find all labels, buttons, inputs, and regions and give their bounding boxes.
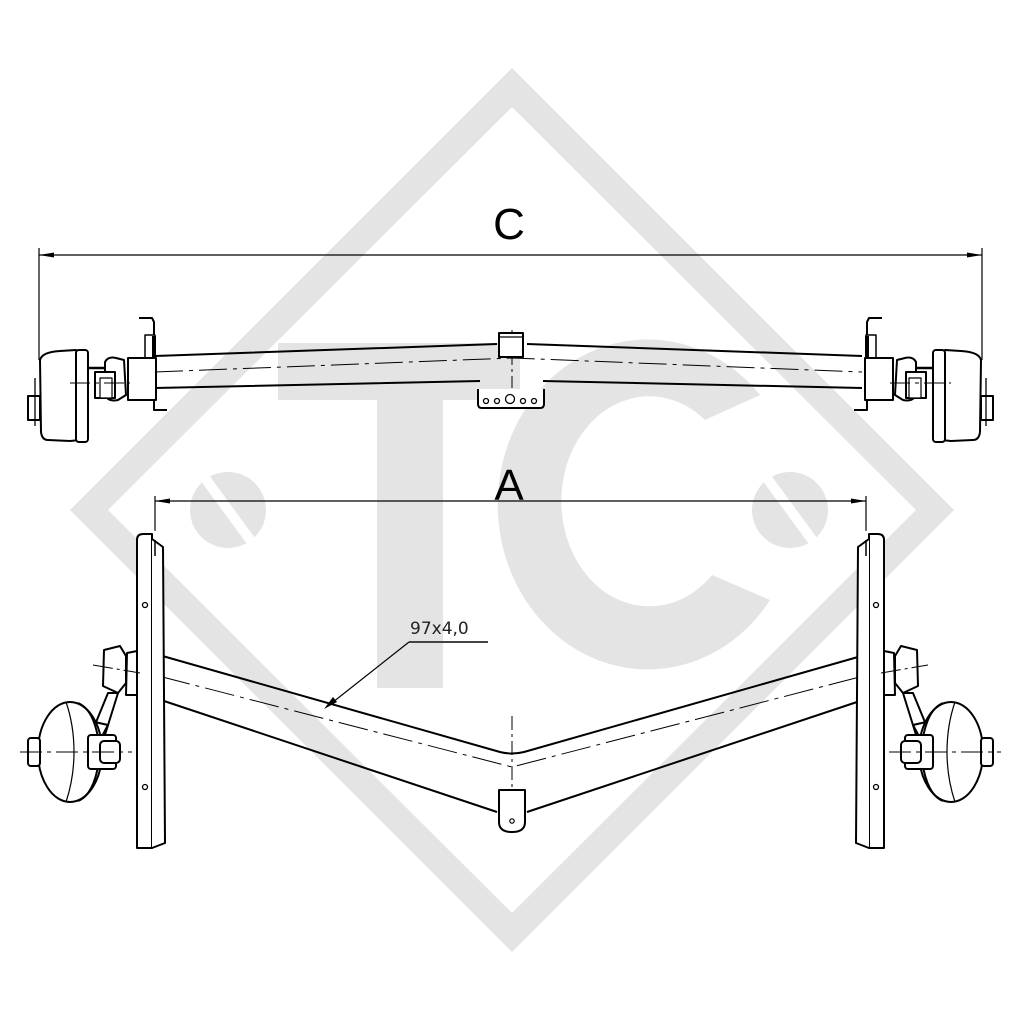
top-right-bracket [854, 317, 882, 411]
watermark-letter-t [278, 343, 520, 688]
front-view-axle [20, 512, 1001, 849]
dimension-label-a: A [494, 461, 524, 510]
top-view-axle [27, 317, 994, 443]
watermark-letter-c [497, 339, 770, 670]
front-left-mounting-plate [136, 533, 153, 849]
watermark-slashed-circle-right [752, 463, 829, 559]
watermark-diamond [70, 68, 954, 952]
top-center-plate [477, 389, 545, 409]
top-left-bracket [139, 317, 167, 411]
tube-profile-label: 97x4,0 [410, 619, 469, 639]
dimension-c [38, 248, 983, 360]
callout-tube-profile [324, 641, 488, 709]
watermark-slashed-circle-left [190, 463, 267, 559]
front-center-bracket [498, 789, 526, 833]
dimension-label-c: C [493, 200, 525, 249]
front-right-mounting-plate [868, 533, 885, 849]
top-left-brake-drum [39, 349, 81, 442]
top-view-tube [154, 343, 863, 357]
top-right-brake-drum [940, 349, 982, 442]
watermark [70, 68, 954, 952]
